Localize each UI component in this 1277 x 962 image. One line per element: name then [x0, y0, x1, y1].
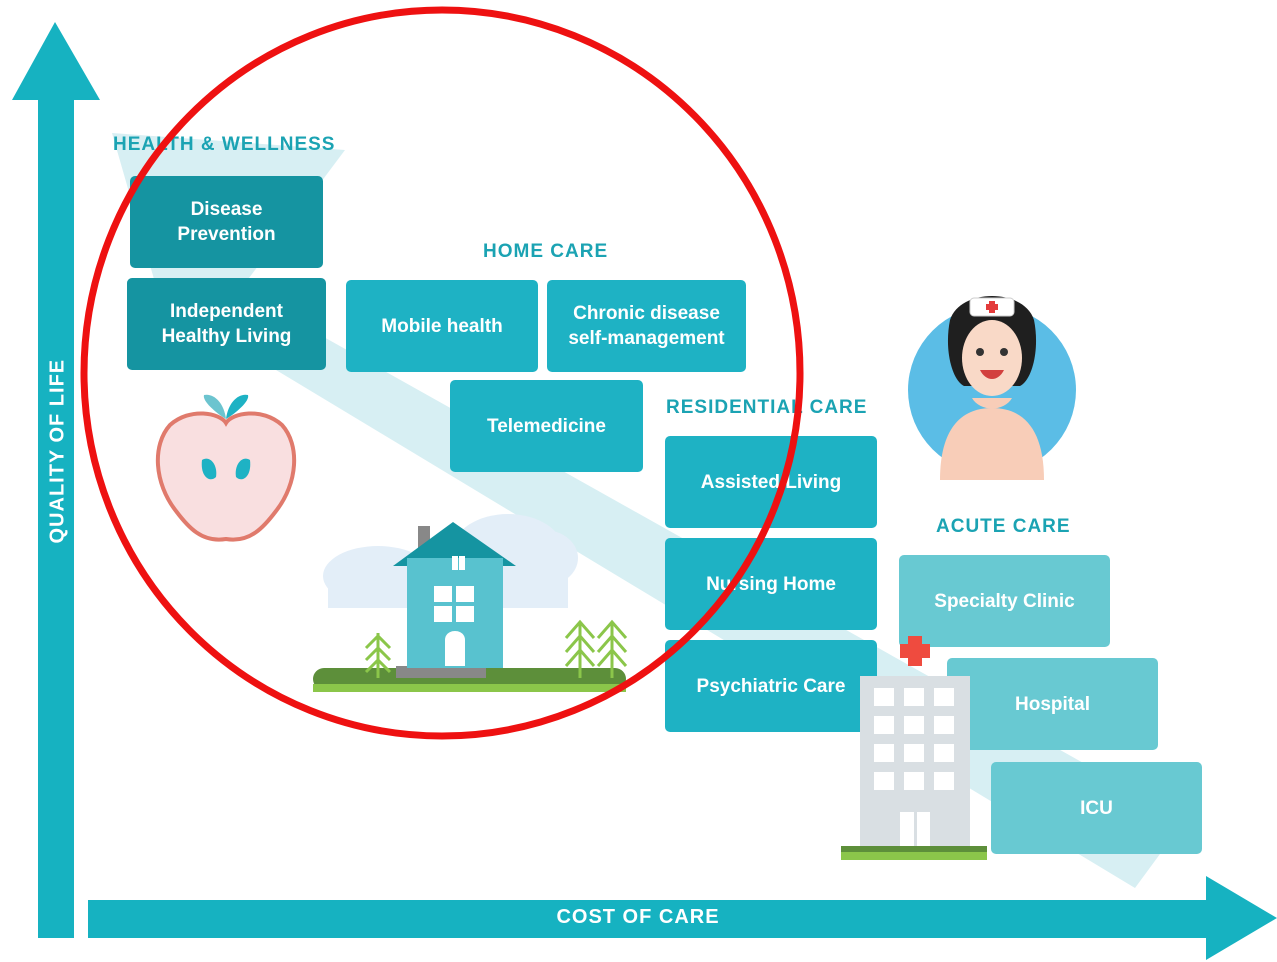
hospital-building-icon: [841, 636, 987, 860]
category-residential-care: RESIDENTIAL CARE: [666, 397, 868, 418]
box-assisted-living: Assisted Living: [665, 436, 877, 528]
box-icu: ICU: [991, 762, 1202, 854]
box-mobile-health: Mobile health: [346, 280, 538, 372]
apple-icon: [155, 394, 297, 542]
box-hospital: Hospital: [947, 658, 1158, 750]
box-independent-healthy-living: Independent Healthy Living: [127, 278, 326, 370]
box-telemedicine: Telemedicine: [450, 380, 643, 472]
house-icon: [313, 514, 628, 692]
x-axis-label: COST OF CARE: [556, 906, 720, 928]
nurse-icon: [908, 296, 1076, 480]
box-chronic-disease: Chronic disease self-management: [547, 280, 746, 372]
category-home-care: HOME CARE: [483, 241, 609, 262]
box-specialty-clinic: Specialty Clinic: [899, 555, 1110, 647]
box-nursing-home: Nursing Home: [665, 538, 877, 630]
y-axis-arrow: [12, 22, 100, 938]
box-disease-prevention: Disease Prevention: [130, 176, 323, 268]
category-acute-care: ACUTE CARE: [936, 516, 1071, 537]
category-health-wellness: HEALTH & WELLNESS: [113, 134, 336, 155]
